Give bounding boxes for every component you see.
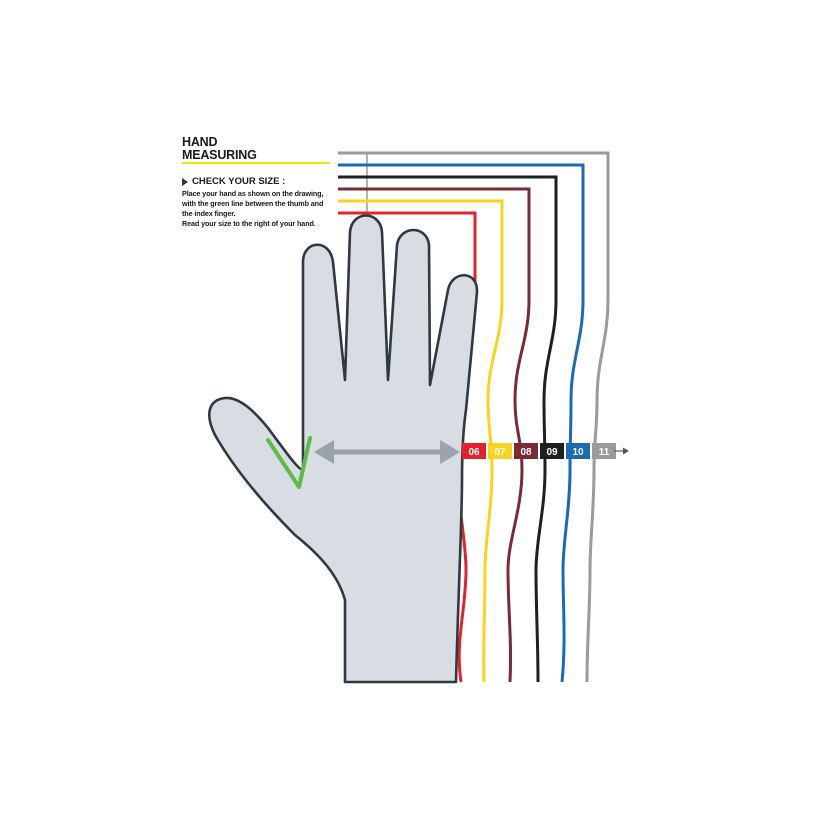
hand-silhouette <box>207 214 479 684</box>
title-line-1: HAND <box>182 135 218 149</box>
size-box-11 <box>592 443 616 459</box>
size-box-08 <box>514 443 538 459</box>
size-label-09: 09 <box>546 447 558 458</box>
size-box-09 <box>540 443 564 459</box>
size-box-10 <box>566 443 590 459</box>
size-label-07: 07 <box>494 447 506 458</box>
instruction-line: with the green line between the thumb an… <box>182 199 324 208</box>
check-size-heading: CHECK YOUR SIZE : <box>182 176 285 187</box>
size-scale: 06 07 08 09 10 11 <box>462 443 616 459</box>
title-line-2: MEASURING <box>182 148 257 162</box>
size-label-10: 10 <box>572 447 584 458</box>
instruction-line: the index finger. <box>182 209 236 218</box>
size-scale-arrow <box>614 447 629 455</box>
size-line-07 <box>338 199 504 683</box>
size-box-06 <box>462 443 486 459</box>
size-line-10 <box>338 163 585 683</box>
page-title: HAND MEASURING <box>182 136 257 162</box>
size-label-08: 08 <box>520 447 532 458</box>
size-line-11 <box>338 151 610 683</box>
triangle-bullet-icon <box>182 177 188 186</box>
instructions-text: Place your hand as shown on the drawing,… <box>182 189 342 229</box>
instruction-line: Read your size to the right of your hand… <box>182 219 316 228</box>
thumb-index-marker <box>266 436 312 489</box>
palm-width-arrow <box>314 440 460 464</box>
check-size-label: CHECK YOUR SIZE : <box>192 176 286 187</box>
size-label-11: 11 <box>599 447 610 458</box>
title-underline <box>182 162 330 164</box>
size-box-07 <box>488 443 512 459</box>
size-line-08 <box>338 187 531 683</box>
size-line-09 <box>338 175 558 683</box>
instruction-line: Place your hand as shown on the drawing, <box>182 189 324 198</box>
size-label-06: 06 <box>468 447 480 458</box>
